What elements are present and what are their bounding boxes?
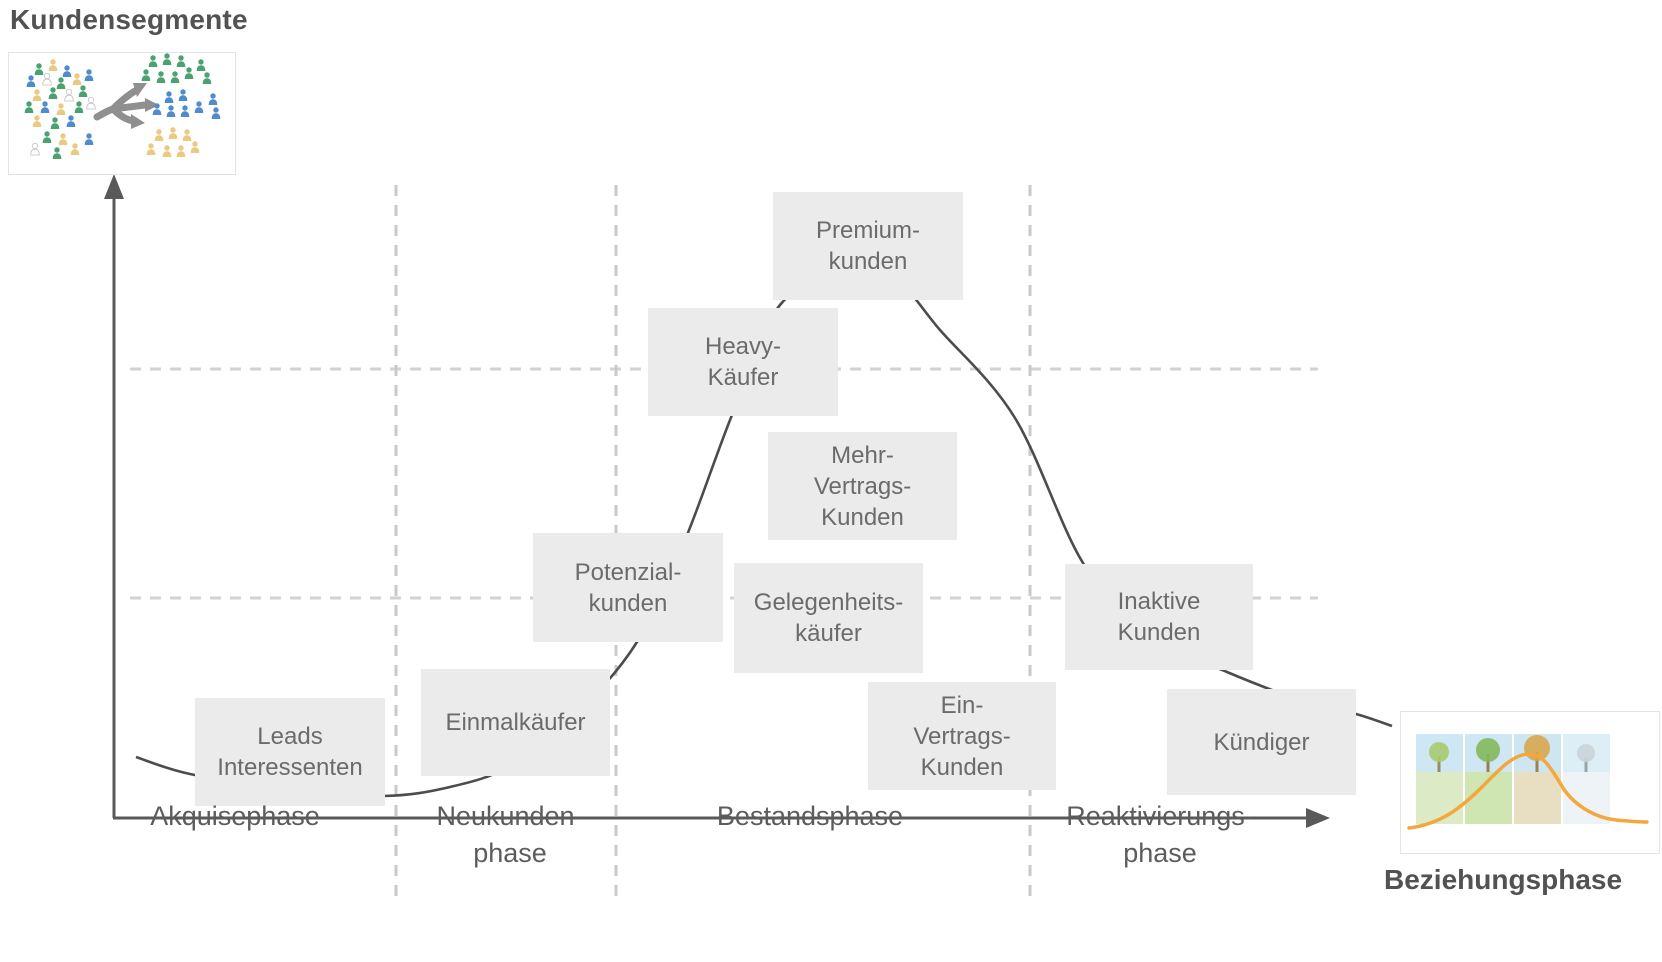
page-title: Kundensegmente — [10, 4, 248, 35]
segment-box-kuendiger: Kündiger — [1167, 689, 1356, 795]
customer-segments-image — [8, 52, 236, 175]
x-axis — [113, 808, 1330, 828]
segment-box-ein-vertrags-kunden: Ein- Vertrags- Kunden — [868, 682, 1056, 790]
segment-box-premiumkunden: Premium- kunden — [773, 192, 963, 300]
segment-box-einmalkaeufer: Einmalkäufer — [421, 669, 610, 776]
green-cluster-icon — [141, 53, 212, 84]
seasons-lifecycle-curve — [1407, 752, 1649, 830]
segment-box-leads: Leads Interessenten — [195, 698, 385, 806]
unsegmented-people-scatter-icon — [24, 59, 96, 159]
blue-cluster-icon — [152, 89, 221, 119]
phase-label-bestandsphase: Bestandsphase — [716, 801, 904, 831]
segment-box-gelegenheitskaeufer: Gelegenheits- käufer — [734, 563, 923, 673]
segment-box-heavy-kaeufer: Heavy- Käufer — [648, 308, 838, 416]
y-axis — [104, 174, 124, 818]
segmentation-arrow-icon — [93, 83, 159, 129]
phase-label-akquisephase: Akquisephase — [150, 801, 320, 831]
segmentation-illustration-icon — [24, 53, 221, 159]
segment-box-mehr-vertrags-kunden: Mehr- Vertrags- Kunden — [768, 432, 957, 540]
phase-label-reaktivierungsphase: Reaktivierungs- phase — [1066, 801, 1254, 868]
relationship-axis-label: Beziehungsphase — [1384, 864, 1623, 895]
relationship-phases-image — [1400, 711, 1660, 854]
segment-box-potenzialkunden: Potenzial- kunden — [533, 533, 723, 642]
segment-box-inaktive-kunden: Inaktive Kunden — [1065, 564, 1253, 670]
four-seasons-lifecycle-icon — [1407, 734, 1649, 830]
tan-cluster-icon — [146, 127, 200, 157]
phase-label-neukundenphase: Neukunden- phase — [436, 801, 584, 868]
season-panel-spring-icon — [1416, 734, 1463, 824]
season-panel-autumn-icon — [1514, 734, 1561, 824]
